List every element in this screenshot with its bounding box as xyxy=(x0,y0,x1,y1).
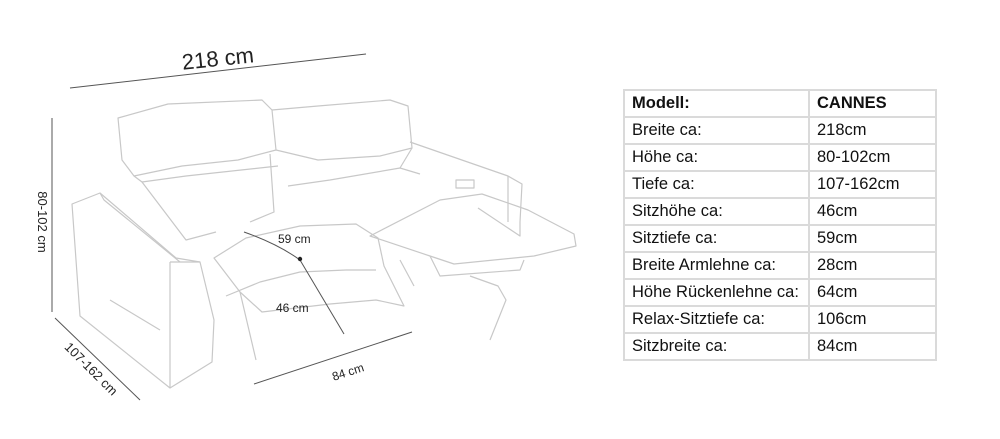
row-value: 84cm xyxy=(808,332,937,361)
row-value: 46cm xyxy=(808,197,937,226)
row-label: Sitzhöhe ca: xyxy=(623,197,810,226)
row-value: 80-102cm xyxy=(808,143,937,172)
width-label: 218 cm xyxy=(181,42,255,74)
row-value: 59cm xyxy=(808,224,937,253)
seat-height-label: 46 cm xyxy=(276,301,309,315)
row-label: Relax-Sitztiefe ca: xyxy=(623,305,810,334)
table-row: Tiefe ca: 107-162cm xyxy=(623,170,937,199)
dimension-lines xyxy=(51,53,413,401)
row-label: Höhe Rückenlehne ca: xyxy=(623,278,810,307)
table-row: Höhe Rückenlehne ca: 64cm xyxy=(623,278,937,307)
sofa-dimension-drawing: 218 cm 80-102 cm 107-162 cm 59 cm 46 cm … xyxy=(35,42,577,401)
row-label: Höhe ca: xyxy=(623,143,810,172)
row-value: 64cm xyxy=(808,278,937,307)
seat-depth-label: 59 cm xyxy=(278,232,311,246)
row-label: Sitztiefe ca: xyxy=(623,224,810,253)
table-row: Sitzbreite ca: 84cm xyxy=(623,332,937,361)
dimension-marker xyxy=(297,256,303,262)
row-value: 107-162cm xyxy=(808,170,937,199)
header-value: CANNES xyxy=(808,89,937,118)
row-label: Sitzbreite ca: xyxy=(623,332,810,361)
seat-width-label: 84 cm xyxy=(330,360,365,383)
table-row: Breite Armlehne ca: 28cm xyxy=(623,251,937,280)
table-row: Sitzhöhe ca: 46cm xyxy=(623,197,937,226)
table-header-row: Modell: CANNES xyxy=(623,89,937,118)
row-label: Tiefe ca: xyxy=(623,170,810,199)
table-row: Breite ca: 218cm xyxy=(623,116,937,145)
table-row: Sitztiefe ca: 59cm xyxy=(623,224,937,253)
height-label: 80-102 cm xyxy=(35,191,50,252)
row-value: 106cm xyxy=(808,305,937,334)
depth-label: 107-162 cm xyxy=(62,339,121,398)
spec-table: Modell: CANNES Breite ca: 218cm Höhe ca:… xyxy=(623,89,937,361)
table-row: Relax-Sitztiefe ca: 106cm xyxy=(623,305,937,334)
table-row: Höhe ca: 80-102cm xyxy=(623,143,937,172)
header-label: Modell: xyxy=(623,89,810,118)
sofa-sketch xyxy=(71,99,577,389)
row-value: 218cm xyxy=(808,116,937,145)
row-label: Breite Armlehne ca: xyxy=(623,251,810,280)
row-label: Breite ca: xyxy=(623,116,810,145)
row-value: 28cm xyxy=(808,251,937,280)
